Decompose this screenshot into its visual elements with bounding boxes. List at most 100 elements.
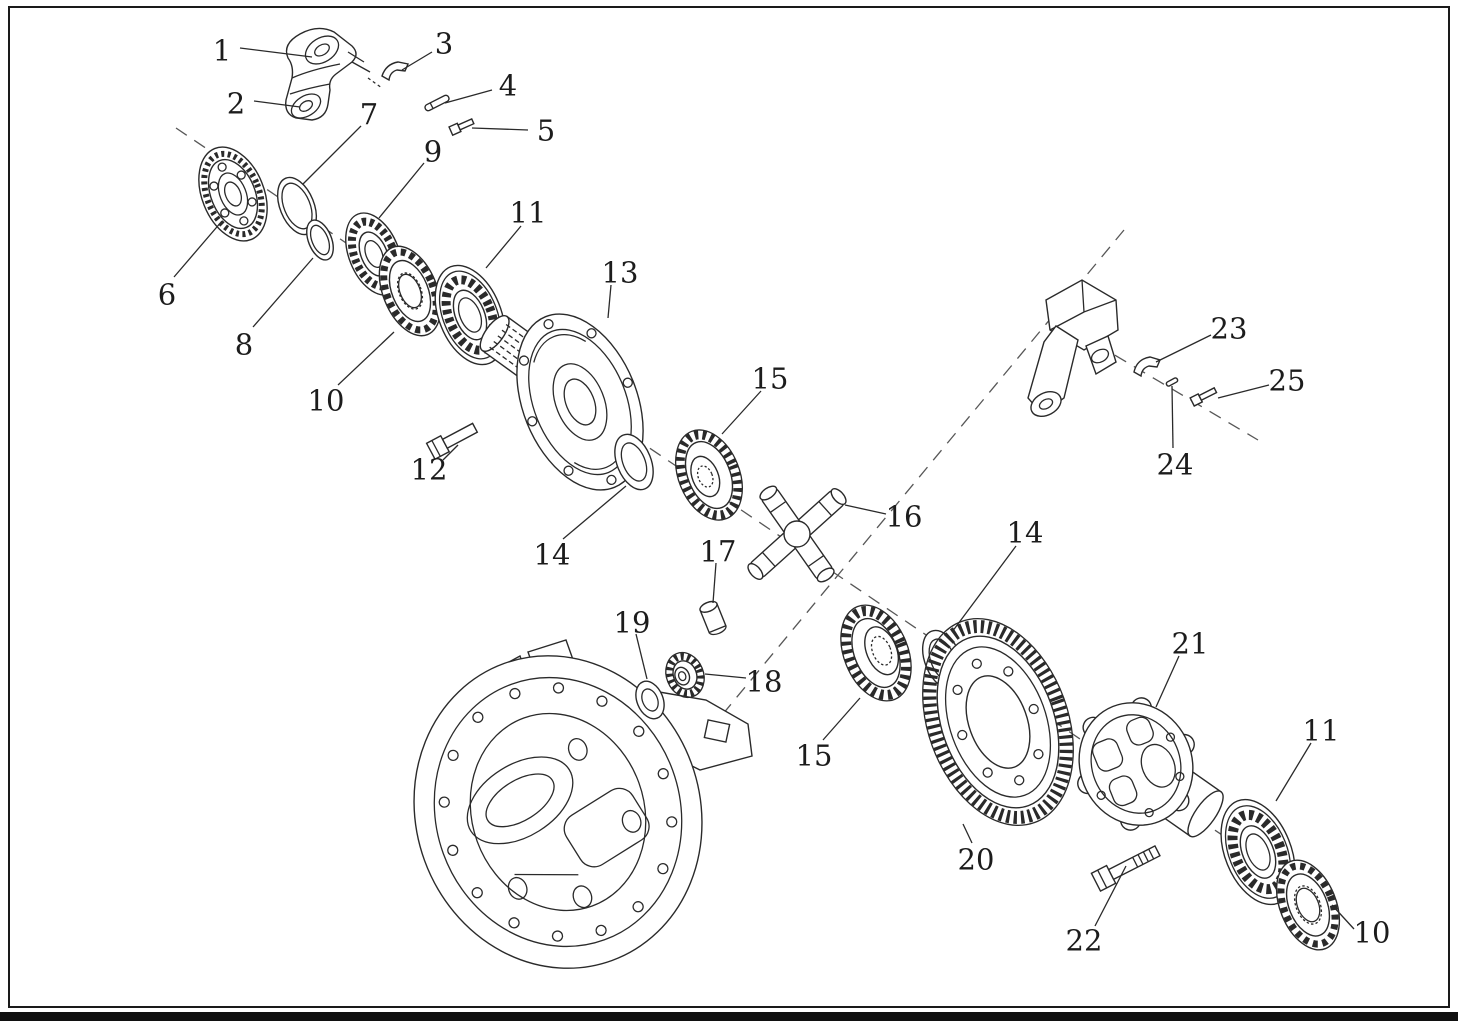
callout-number: 3 <box>435 26 453 60</box>
callout-number: 18 <box>746 664 783 698</box>
part-10b-lock-nut <box>1275 859 1341 951</box>
callout-number: 22 <box>1066 923 1103 957</box>
callout-19: 19 <box>614 605 650 680</box>
callout-leader-line <box>337 331 395 386</box>
callout-number: 8 <box>235 327 253 361</box>
part-24-pin <box>1165 377 1179 387</box>
callout-17: 17 <box>700 534 737 604</box>
callout-number: 24 <box>1157 447 1194 481</box>
callout-leader-line <box>442 444 459 461</box>
callout-number: 14 <box>534 537 571 571</box>
callout-7: 7 <box>302 97 378 185</box>
callout-leader-line <box>1171 385 1174 449</box>
callout-14: 14 <box>534 485 627 571</box>
callout-4: 4 <box>444 68 517 104</box>
callout-2: 2 <box>227 86 301 120</box>
callout-1: 1 <box>213 33 313 67</box>
callout-18: 18 <box>704 664 783 698</box>
callout-number: 21 <box>1172 626 1209 660</box>
callout-leader-line <box>302 125 362 185</box>
callout-number: 13 <box>602 255 639 289</box>
callout-leader-line <box>1094 865 1127 927</box>
callout-number: 6 <box>158 277 176 311</box>
callout-number: 10 <box>308 383 345 417</box>
callout-5: 5 <box>471 113 555 147</box>
part-16-spider-cross <box>747 485 847 583</box>
callout-10: 10 <box>1331 904 1391 949</box>
callout-leader-line <box>444 89 493 104</box>
callout-leader-line <box>1155 655 1180 708</box>
part-21-diff-case <box>1077 697 1224 838</box>
part-12-bolt <box>425 422 479 461</box>
callout-15: 15 <box>721 361 788 435</box>
callout-21: 21 <box>1155 626 1209 708</box>
callout-3: 3 <box>401 26 453 71</box>
part-14-thrust-washer <box>614 433 654 491</box>
part-25-bolt <box>1189 386 1218 407</box>
callout-14: 14 <box>951 515 1043 633</box>
callout-leader-line <box>607 284 612 319</box>
part-7-oil-seal <box>276 176 318 236</box>
callout-number: 1 <box>213 33 231 67</box>
callout-number: 11 <box>1303 713 1340 747</box>
callout-number: 16 <box>886 499 923 533</box>
callout-number: 15 <box>796 738 833 772</box>
callout-10: 10 <box>308 331 395 417</box>
part-23-lock-plate <box>1133 356 1161 378</box>
part-5-bolt <box>448 118 475 137</box>
part-3-lock-plate <box>381 61 409 82</box>
bottom-rule <box>0 1012 1458 1021</box>
callout-15: 15 <box>796 697 861 772</box>
callout-23: 23 <box>1155 311 1248 363</box>
callout-leader-line <box>485 225 522 269</box>
callout-leader-line <box>1217 384 1270 399</box>
axis-rear-yoke <box>1095 343 1259 441</box>
callout-leader-line <box>1331 904 1355 930</box>
callout-number: 9 <box>424 134 442 168</box>
callout-leader-line <box>471 127 529 131</box>
part-4-pin <box>424 94 450 112</box>
callout-number: 25 <box>1269 363 1306 397</box>
callout-number: 17 <box>700 534 737 568</box>
part-6-companion-flange <box>198 146 268 242</box>
callout-leader-line <box>951 545 1017 633</box>
part-13-drive-pinion <box>479 313 644 491</box>
part-11b-bearing <box>1220 798 1296 906</box>
callout-leader-line <box>712 562 717 604</box>
part-carrier-housing <box>413 639 753 969</box>
part-rear-yoke <box>1027 279 1119 417</box>
part-18-pinion-gear <box>665 651 705 699</box>
callout-leader-line <box>962 823 973 844</box>
part-10-lock-nut <box>378 245 442 337</box>
callout-leader-line <box>721 390 762 435</box>
callout-leader-line <box>562 485 627 540</box>
part-17-bushing <box>699 600 727 636</box>
callout-leader-line <box>844 504 887 515</box>
callout-number: 12 <box>411 452 448 486</box>
callout-leader-line <box>401 51 433 71</box>
callout-24: 24 <box>1157 385 1194 481</box>
callout-number: 10 <box>1354 915 1391 949</box>
callout-number: 23 <box>1211 311 1248 345</box>
callout-12: 12 <box>411 444 459 486</box>
callout-leader-line <box>239 47 313 58</box>
callout-number: 5 <box>537 113 555 147</box>
callout-number: 20 <box>958 842 995 876</box>
part-1-2-input-yoke <box>285 27 383 121</box>
callout-leader-line <box>253 100 301 108</box>
callout-20: 20 <box>958 823 995 876</box>
callout-11: 11 <box>1275 713 1340 802</box>
callout-layer: 1234567891011121314151617181920212223242… <box>158 26 1391 957</box>
callout-11: 11 <box>485 195 546 269</box>
callout-25: 25 <box>1217 363 1306 399</box>
callout-number: 2 <box>227 86 245 120</box>
callout-leader-line <box>1275 742 1312 802</box>
callout-leader-line <box>1155 334 1212 363</box>
callout-8: 8 <box>235 257 314 361</box>
callout-number: 4 <box>499 68 517 102</box>
part-22-bolt <box>1090 845 1161 893</box>
callout-22: 22 <box>1066 865 1127 957</box>
callout-leader-line <box>173 220 223 278</box>
